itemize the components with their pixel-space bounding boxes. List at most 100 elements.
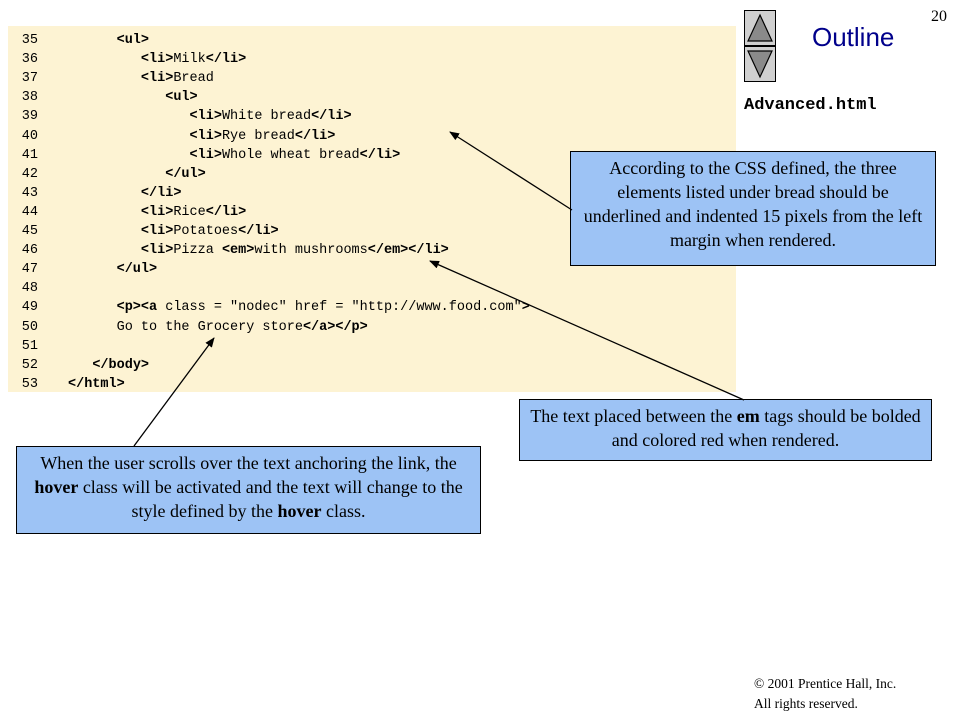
code-indent bbox=[68, 129, 190, 144]
code-indent bbox=[68, 167, 165, 182]
line-number: 53 bbox=[21, 376, 38, 392]
copyright-line-1: © 2001 Prentice Hall, Inc. bbox=[754, 676, 897, 691]
line-number: 44 bbox=[21, 204, 38, 220]
code-indent bbox=[68, 109, 190, 124]
code-tag: </li> bbox=[311, 109, 352, 125]
code-tag: <ul> bbox=[116, 33, 150, 48]
code-text: <li>Pizza <em>with mushrooms</em></li> bbox=[68, 241, 449, 260]
code-tag: </li> bbox=[294, 128, 336, 144]
line-number: 35 bbox=[21, 33, 38, 48]
code-tag: <ul> bbox=[165, 90, 198, 106]
code-text: </li> bbox=[68, 184, 182, 203]
code-indent bbox=[68, 186, 141, 201]
code-text: <p><a class = "nodec" href = "http://www… bbox=[68, 298, 530, 317]
code-text: <li>Rye bread</li> bbox=[68, 127, 336, 146]
line-number: 41 bbox=[21, 147, 38, 163]
code-indent bbox=[68, 90, 165, 105]
code-indent bbox=[68, 148, 190, 163]
code-tag: </li> bbox=[205, 52, 247, 68]
code-tag: </li> bbox=[359, 147, 401, 163]
code-indent bbox=[68, 300, 117, 315]
line-number: 39 bbox=[21, 109, 38, 125]
callout-hover-text-2: class will be activated and the text wil… bbox=[78, 477, 463, 521]
code-indent bbox=[68, 358, 92, 373]
code-text: <li>Rice</li> bbox=[68, 203, 246, 222]
callout-em-tags: The text placed between the em tags shou… bbox=[519, 399, 932, 461]
code-tag: </html> bbox=[68, 376, 125, 392]
filename-label: Advanced.html bbox=[744, 96, 877, 115]
callout-css-text: According to the CSS defined, the three … bbox=[583, 158, 923, 250]
code-indent bbox=[68, 52, 141, 67]
code-tag: <li> bbox=[140, 243, 174, 259]
code-tag: <li> bbox=[140, 71, 174, 87]
code-content: Pizza bbox=[173, 243, 222, 259]
triangle-down-icon bbox=[747, 50, 773, 79]
outline-title[interactable]: Outline bbox=[812, 22, 895, 52]
next-slide-button[interactable] bbox=[744, 46, 776, 82]
code-text: </ul> bbox=[68, 260, 158, 279]
code-tag: </ul> bbox=[116, 262, 158, 278]
code-tag: <li> bbox=[189, 147, 222, 163]
code-content: Bread bbox=[173, 71, 214, 87]
code-tag: </body> bbox=[92, 357, 150, 373]
callout-hover-text-3: class. bbox=[321, 501, 366, 521]
code-content: White bread bbox=[221, 109, 312, 125]
code-indent bbox=[68, 33, 117, 48]
code-text: </html> bbox=[68, 375, 125, 394]
code-tag: <li> bbox=[140, 204, 174, 220]
line-number: 36 bbox=[21, 52, 38, 68]
code-content: Go to the Grocery store bbox=[116, 319, 303, 335]
line-number: 46 bbox=[21, 243, 38, 259]
line-number: 48 bbox=[21, 281, 38, 297]
page-number: 20 bbox=[931, 8, 947, 25]
code-content: Rye bread bbox=[221, 128, 295, 144]
code-tag: <li> bbox=[140, 52, 174, 68]
code-text: <li>Potatoes</li> bbox=[68, 222, 279, 241]
code-tag: > bbox=[521, 300, 530, 316]
line-number: 52 bbox=[21, 357, 38, 373]
line-number: 49 bbox=[21, 300, 38, 316]
code-text: <ul> bbox=[68, 31, 149, 50]
code-text: </body> bbox=[68, 356, 149, 375]
code-content: Rice bbox=[173, 204, 206, 220]
code-tag: </a></p> bbox=[302, 319, 368, 335]
callout-css-bread: According to the CSS defined, the three … bbox=[570, 151, 936, 266]
line-number: 40 bbox=[21, 128, 38, 144]
callout-hover-text-1: When the user scrolls over the text anch… bbox=[40, 453, 457, 473]
code-tag: <li> bbox=[189, 109, 222, 125]
callout-em-text-after: tags should be bolded and colored red wh… bbox=[611, 406, 921, 450]
callout-em-text-before: The text placed between the bbox=[530, 406, 737, 426]
triangle-up-icon bbox=[747, 13, 773, 42]
line-number: 50 bbox=[21, 319, 38, 335]
copyright-line-2: All rights reserved. bbox=[754, 696, 858, 711]
code-tag: <em> bbox=[221, 243, 255, 259]
code-indent bbox=[68, 224, 141, 239]
code-text: Go to the Grocery store</a></p> bbox=[68, 318, 368, 337]
code-tag: </em> bbox=[367, 243, 409, 259]
callout-em-keyword: em bbox=[736, 406, 760, 426]
code-content: with mushrooms bbox=[254, 243, 368, 259]
code-tag: </li> bbox=[408, 243, 449, 259]
code-text: <li>Milk</li> bbox=[68, 50, 246, 69]
code-text: <ul> bbox=[68, 88, 198, 107]
line-number: 45 bbox=[21, 224, 38, 239]
code-text: <li>Whole wheat bread</li> bbox=[68, 146, 401, 165]
code-content: Whole wheat bread bbox=[221, 147, 360, 163]
code-tag: <li> bbox=[140, 224, 174, 239]
code-text: <li>Bread bbox=[68, 69, 214, 88]
code-indent bbox=[68, 205, 141, 220]
line-number: 43 bbox=[21, 185, 38, 201]
code-tag: </li> bbox=[238, 224, 279, 239]
code-text: <li>White bread</li> bbox=[68, 107, 352, 126]
code-content: Milk bbox=[173, 52, 206, 68]
code-tag: </ul> bbox=[165, 166, 206, 182]
code-indent bbox=[68, 320, 117, 335]
code-text: </ul> bbox=[68, 165, 206, 184]
line-number: 37 bbox=[21, 71, 38, 87]
code-tag: </li> bbox=[205, 204, 247, 220]
line-number: 47 bbox=[21, 262, 38, 278]
copyright-notice: © 2001 Prentice Hall, Inc. All rights re… bbox=[754, 674, 896, 714]
code-content: class = "nodec" href = "http://www.food.… bbox=[165, 300, 522, 316]
line-number: 51 bbox=[21, 338, 38, 354]
previous-slide-button[interactable] bbox=[744, 10, 776, 46]
